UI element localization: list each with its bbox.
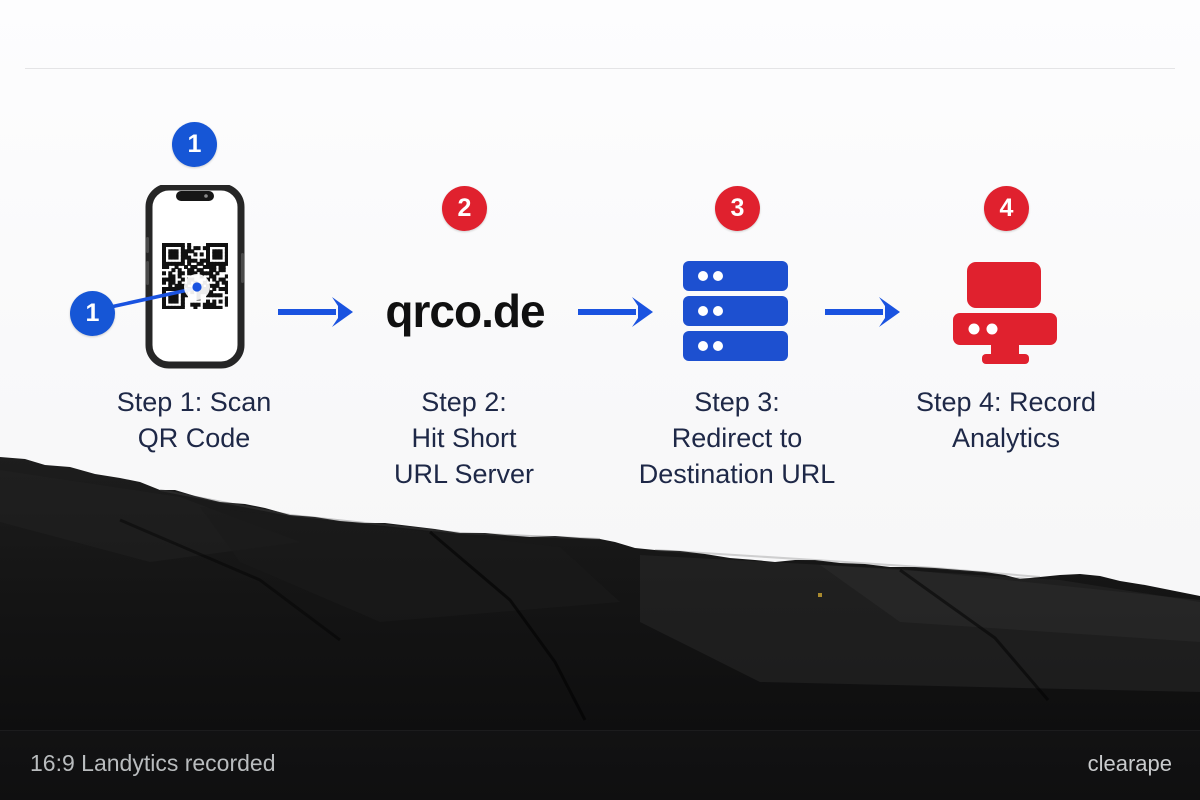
caption-line: Step 3: — [694, 387, 780, 417]
caption-line: Step 2: — [421, 387, 507, 417]
step-number-badge: 4 — [984, 186, 1029, 231]
caption-line: Analytics — [951, 423, 1061, 453]
server-stack-icon — [683, 261, 788, 361]
mountain-image — [0, 457, 1200, 800]
qrco-de-wordmark: qrco.de — [385, 285, 545, 337]
desktop-computer-icon — [953, 262, 1057, 364]
caption-line: QR Code — [137, 423, 251, 453]
step-caption: Step 4: Record Analytics — [856, 384, 1156, 456]
caption-line: Step 1: Scan — [116, 387, 272, 417]
step-caption: Step 3: Redirect to Destination URL — [577, 384, 897, 492]
flow-arrow-icon — [578, 297, 653, 327]
scan-pointer-icon — [104, 274, 210, 310]
step-number-badge: 3 — [715, 186, 760, 231]
footer-left-label: 16:9 Landytics recorded — [30, 750, 276, 776]
step-number-badge: 1 — [172, 122, 217, 167]
caption-line: Destination URL — [638, 459, 836, 489]
footer-right-label: clearape — [1087, 751, 1172, 776]
flow-arrow-icon — [278, 297, 353, 327]
step-number-badge: 2 — [442, 186, 487, 231]
caption-line: Redirect to — [671, 423, 803, 453]
flow-arrow-icon — [825, 297, 900, 327]
caption-line: Step 4: Record — [915, 387, 1097, 417]
step-caption: Step 2: Hit Short URL Server — [334, 384, 594, 492]
top-divider-line — [25, 68, 1175, 69]
caption-line: URL Server — [393, 459, 535, 489]
pointer-number-badge: 1 — [70, 291, 115, 336]
step-caption: Step 1: Scan QR Code — [64, 384, 324, 456]
caption-line: Hit Short — [411, 423, 517, 453]
